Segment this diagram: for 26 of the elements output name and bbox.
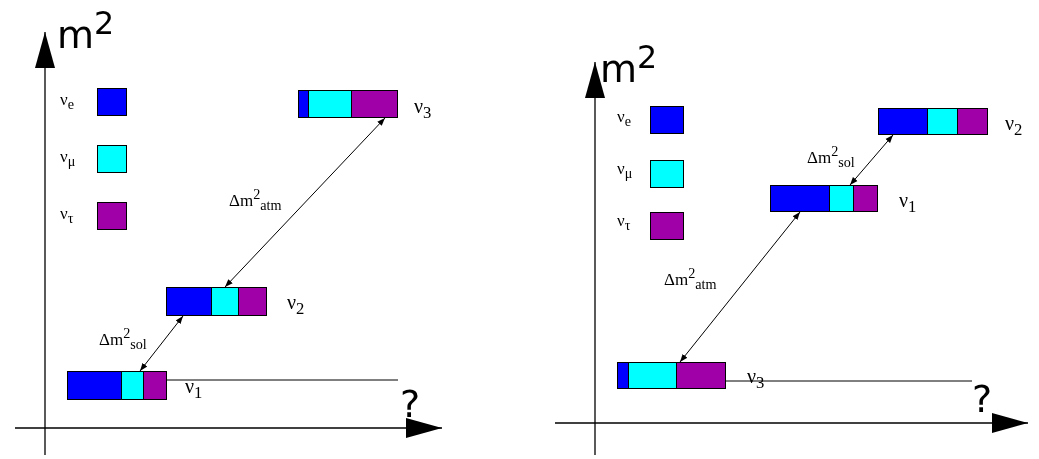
axis-label: ? (400, 385, 421, 423)
legend-label: ν$_{μ}$ (617, 160, 633, 181)
state-label: ν$_{3}$ (747, 366, 765, 392)
double-arrow (224, 117, 386, 288)
legend-label: ν$_{τ}$ (60, 205, 74, 226)
mass-bar (770, 185, 878, 212)
state-label: ν$_{2}$ (1005, 113, 1023, 139)
state-label: ν$_{1}$ (899, 190, 917, 216)
legend-label: ν$_{τ}$ (617, 212, 631, 233)
mass-bar (298, 90, 398, 118)
legend-label: ν$_{e}$ (617, 108, 631, 129)
state-label: ν$_{2}$ (287, 292, 305, 318)
mass-bar (67, 371, 167, 400)
double-arrow (139, 315, 184, 372)
state-label: ν$_{3}$ (414, 96, 432, 122)
mass-bar (166, 287, 267, 316)
double-arrow (679, 211, 801, 363)
axis-label: m$^{2}$ (57, 8, 115, 54)
legend-label: ν$_{e}$ (60, 91, 74, 112)
axis-label: m$^{2}$ (600, 42, 658, 88)
mass-bar (878, 108, 988, 135)
mass-bar (617, 362, 726, 389)
legend-label: ν$_{μ}$ (60, 148, 76, 169)
axis-label: ? (972, 380, 993, 418)
state-label: ν$_{1}$ (185, 376, 203, 402)
double-arrow (849, 134, 894, 186)
